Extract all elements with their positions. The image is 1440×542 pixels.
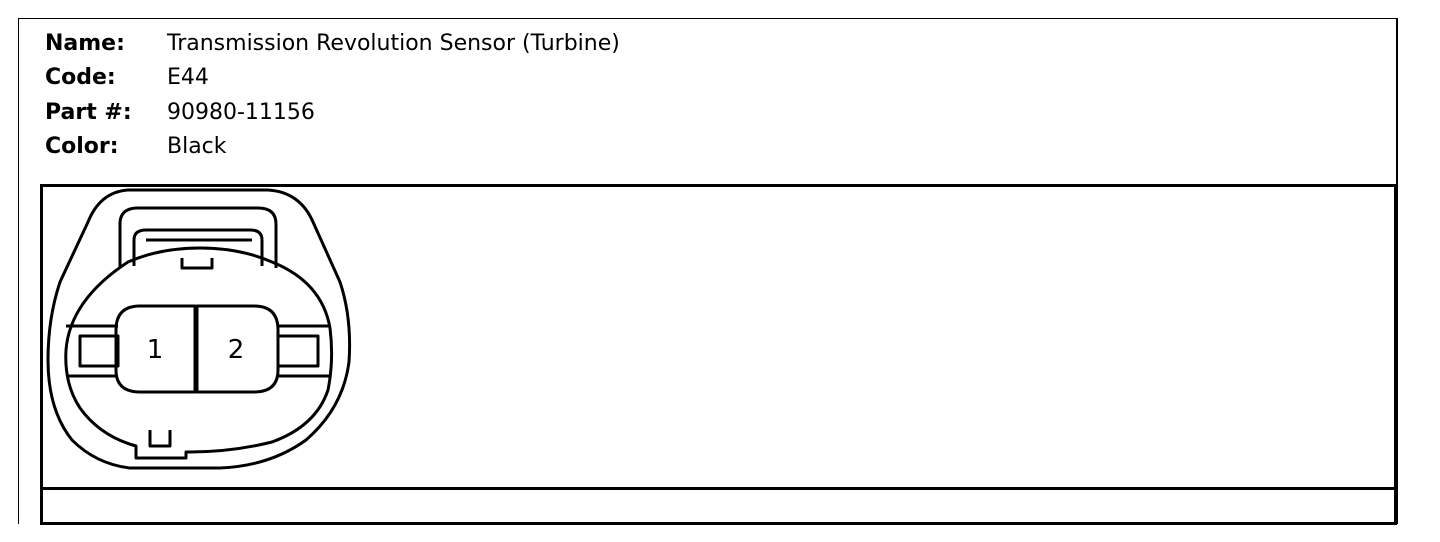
name-value: Transmission Revolution Sensor (Turbine)	[167, 30, 620, 56]
left-guide	[66, 324, 120, 378]
terminal-cavity-2	[195, 304, 280, 394]
bottom-key	[148, 430, 172, 448]
pin-label: 1	[147, 335, 164, 365]
code-value: E44	[167, 65, 209, 91]
code-label: Code:	[45, 65, 116, 91]
connector-housing-outline	[46, 188, 352, 470]
right-guide	[276, 324, 330, 378]
color-row: Color: Black	[45, 130, 620, 165]
connector-info-frame	[18, 18, 1398, 524]
connector-inner-outline	[64, 246, 334, 460]
code-row: Code: E44	[45, 61, 620, 96]
color-label: Color:	[45, 134, 119, 160]
name-row: Name: Transmission Revolution Sensor (Tu…	[45, 26, 620, 61]
latch-outer	[118, 206, 278, 268]
part-row: Part #: 90980-11156	[45, 95, 620, 130]
name-label: Name:	[45, 30, 125, 56]
pin-label: 2	[228, 335, 245, 365]
latch-tab	[180, 258, 214, 270]
connector-info: Name: Transmission Revolution Sensor (Tu…	[45, 26, 620, 164]
part-label: Part #:	[45, 99, 132, 125]
color-value: Black	[167, 134, 227, 160]
terminal-cavity-1	[114, 304, 197, 394]
connector-footer-box	[40, 487, 1397, 525]
part-value: 90980-11156	[167, 99, 315, 125]
latch-inner	[132, 228, 264, 266]
